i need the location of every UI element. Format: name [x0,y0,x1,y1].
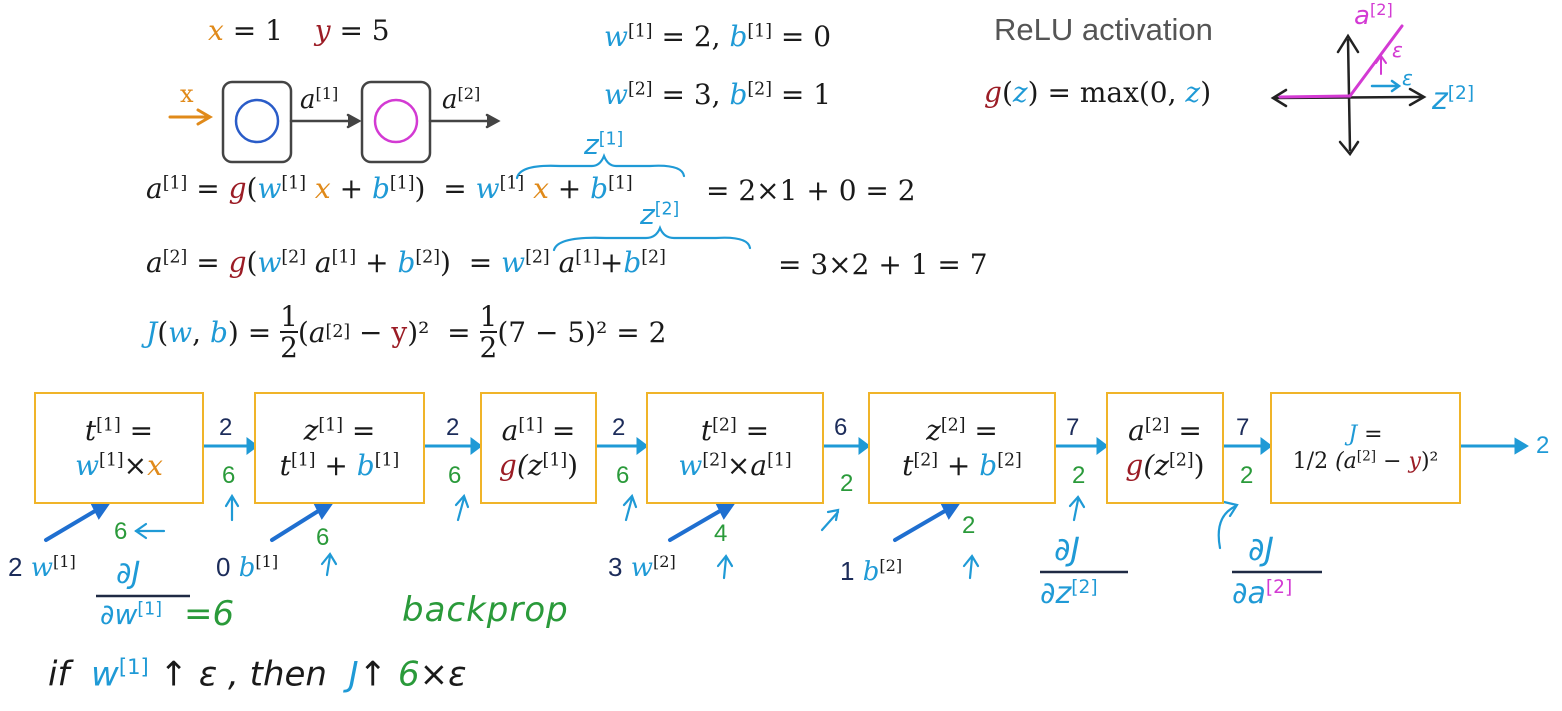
dJ-dw1-value: =6 [184,594,235,634]
grad-value-t2: 2 [840,470,854,497]
w2-sup: [2] [627,79,653,100]
forward-value-2: 2 [446,414,460,441]
relu-graph-a-label: a[2] [1354,0,1393,31]
relu-graph-z-label: z[2] [1432,82,1475,117]
forward-value-1: 2 [219,414,233,441]
y-value: = 5 [339,14,390,47]
dJ-dw1-denominator: ∂w[1] [100,598,162,631]
compute-box-cost: J = 1/2 (a[2] − y)² [1270,392,1461,504]
net-a1-label: a[1] [300,84,339,115]
w2-symbol: w [604,78,628,111]
brace-z1-label: z[1] [584,128,624,161]
w1-sup: [1] [627,21,653,42]
param-input-w1: 2 w[1] [8,552,76,583]
b1-value: = 0 [780,20,832,53]
net-a2-label: a[2] [442,84,481,115]
b1-symbol: b [729,20,748,53]
b1-sup: [1] [747,21,772,42]
param-input-w2: 3 w[2] [608,552,676,583]
forward-value-output: 2 [1536,432,1550,459]
y-label: y [314,14,331,47]
relu-z2: z [1185,76,1201,109]
compute-box-z1: z[1] = t[1] + b[1] [254,392,425,504]
grad-value-z1: 6 [448,462,462,489]
param-grad-b1: 6 [316,524,330,551]
params-layer2: w[2] = 3, b[2] = 1 [604,78,831,111]
param-input-b1: 0 b[1] [216,552,279,583]
relu-eps-vertical: ε [1392,38,1403,62]
b2-symbol: b [729,78,748,111]
param-arrows [44,499,962,542]
forward-value-5: 7 [1066,414,1080,441]
brace-z2-label: z[2] [640,198,680,231]
equation-a2: a[2] = g(w[2] a[1] + b[2]) = w[2] a[1]+b… [146,246,666,279]
equation-a1-result: = 2×1 + 0 = 2 [706,174,916,207]
w2-value: = 3, [661,78,721,111]
backprop-arrows [134,493,1239,580]
param-grad-b2: 2 [962,512,976,539]
equation-a1: a[1] = g(w[1] x + b[1]) = w[1] x + b[1] [146,172,633,205]
dJ-dw1-numerator: ∂J [116,556,141,591]
compute-box-t2: t[2] = w[2]×a[1] [646,392,824,504]
relu-g: g [984,76,1002,109]
sensitivity-note: if w[1] ↑ ε , then J↑ 6×ε [48,654,467,695]
b2-value: = 1 [780,78,832,111]
compute-box-z2: z[2] = t[2] + b[2] [868,392,1056,504]
relu-eps-horizontal: ε [1402,66,1413,90]
relu-close: ) [1200,76,1212,109]
dJ-dz2-denominator: ∂z[2] [1040,576,1098,611]
relu-max: = max(0, [1047,76,1177,109]
derivative-bars [96,570,1322,598]
equation-a2-result: = 3×2 + 1 = 7 [778,248,988,281]
relu-title: ReLU activation [994,12,1213,47]
relu-z: z [1012,76,1028,109]
compute-box-a1: a[1] = g(z[1]) [480,392,597,504]
grad-value-a2: 2 [1240,462,1254,489]
compute-box-t1: t[1] = w[1]×x [34,392,204,504]
z-braces [515,153,752,252]
x-value: = 1 [232,14,283,47]
compute-box-a2: a[2] = g(z[2]) [1106,392,1224,504]
dJ-dz2-numerator: ∂J [1054,530,1080,568]
param-input-b2: 1 b[2] [840,556,903,587]
grad-value-a1: 6 [616,462,630,489]
relu-graph [1270,24,1427,157]
b2-sup: [2] [747,79,772,100]
forward-value-3: 2 [612,414,626,441]
forward-arrows [204,437,1529,455]
dJ-da2-denominator: ∂a[2] [1232,576,1293,611]
grad-value-t1: 6 [222,462,236,489]
param-grad-w1: 6 [114,518,128,545]
net-x-label: x [180,80,194,108]
params-layer1: w[1] = 2, b[1] = 0 [604,20,831,53]
param-grad-w2: 4 [714,520,728,547]
w1-symbol: w [604,20,628,53]
dJ-da2-numerator: ∂J [1248,530,1274,568]
backprop-label: backprop [402,590,569,630]
forward-value-4: 6 [834,414,848,441]
x-label: x [208,14,224,47]
w1-value: = 2, [661,20,721,53]
network-diagram [168,80,501,164]
grad-value-z2: 2 [1072,462,1086,489]
input-values: x = 1 y = 5 [208,14,390,47]
forward-value-6: 7 [1236,414,1250,441]
relu-formula: g(z) = max(0, z) [984,76,1212,109]
